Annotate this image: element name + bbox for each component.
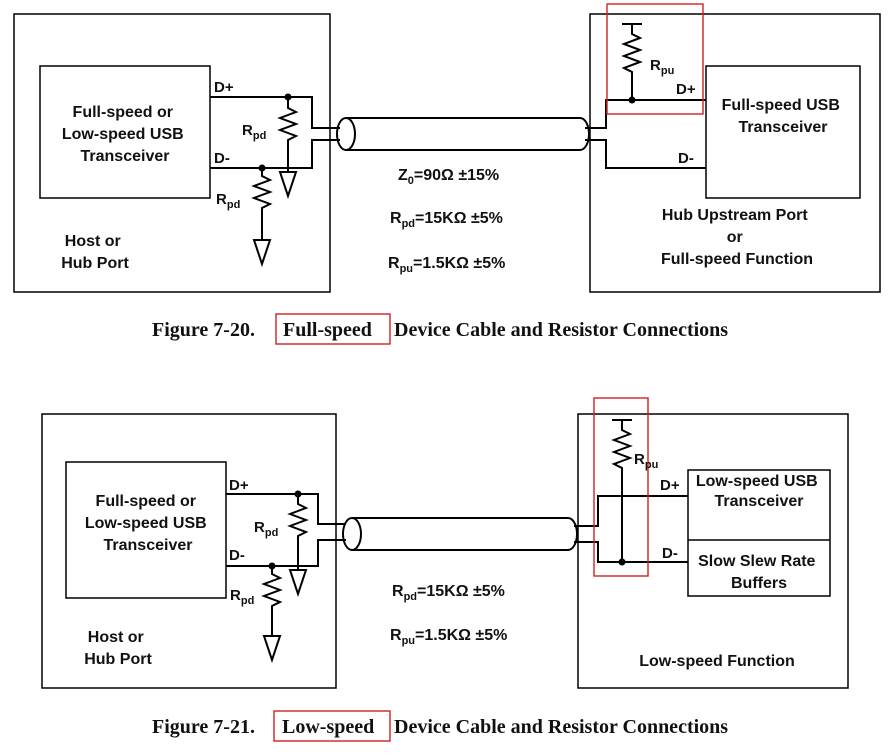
ground-symbol: [288, 569, 308, 598]
rpu-highlight-box: [593, 397, 649, 577]
d-plus-wire-device: [574, 495, 688, 527]
rpu-resistor: [611, 419, 633, 562]
hub-upstream-label: Hub Upstream Port or Full-speed Function: [661, 207, 813, 268]
cable-body: [346, 117, 580, 151]
spec-rpu: Rpu=1.5KΩ ±5%: [388, 255, 505, 275]
host-transceiver-label: Full-speed or Low-speed USB Transceiver: [62, 104, 188, 165]
rpu-resistor: [621, 23, 643, 100]
junction-dot: [628, 96, 636, 104]
cable-end-left: [336, 117, 356, 151]
ground-symbol: [262, 635, 282, 664]
spec-rpd: Rpd=15KΩ ±5%: [390, 210, 503, 230]
d-minus-label-device: D-: [662, 545, 678, 562]
d-plus-wire-device: [585, 99, 706, 129]
hub-upstream-box: [589, 13, 881, 293]
spec-rpu: Rpu=1.5KΩ ±5%: [390, 627, 507, 647]
d-minus-label-device: D-: [678, 150, 694, 167]
d-minus-label-host: D-: [214, 150, 230, 167]
rpu-label: Rpu: [650, 57, 674, 77]
slew-buffers-label: Slow Slew Rate Buffers: [698, 553, 820, 592]
device-transceiver-label: Full-speed USB Transceiver: [722, 97, 845, 136]
rpd-label: Rpd: [254, 519, 278, 539]
host-port-box: [13, 13, 331, 293]
d-plus-wire-host: [226, 493, 346, 525]
device-transceiver-box: [687, 469, 831, 597]
spec-rpd: Rpd=15KΩ ±5%: [392, 583, 505, 603]
ground-symbol: [252, 239, 272, 268]
d-minus-wire-device: [574, 541, 688, 563]
rpd-resistor-dminus: [261, 566, 283, 636]
ground-symbol: [278, 171, 298, 200]
figure-7-20: Full-speed or Low-speed USB Transceiver …: [13, 3, 881, 345]
figure-7-20-caption-highlight: Full-speed: [283, 319, 372, 341]
d-plus-label-device: D+: [660, 477, 680, 494]
rpd-label: Rpd: [230, 587, 254, 607]
host-transceiver-box: [39, 65, 211, 199]
figure-7-21: Full-speed or Low-speed USB Transceiver …: [41, 397, 849, 742]
figure-7-20-caption-prefix: Figure 7-20.: [152, 319, 255, 341]
rpd-resistor-dplus: [287, 494, 309, 570]
rpd-resistor-dminus: [251, 168, 273, 240]
rpu-highlight-box: [606, 3, 704, 115]
cable-end-right: [579, 117, 590, 151]
spec-z0: Z0=90Ω ±15%: [398, 167, 499, 187]
rpu-label: Rpu: [634, 451, 658, 471]
d-plus-label-host: D+: [214, 79, 234, 96]
device-transceiver-box: [705, 65, 861, 199]
figure-7-20-caption-suffix: Device Cable and Resistor Connections: [394, 319, 728, 341]
d-plus-label-host: D+: [229, 477, 249, 494]
figure-7-21-caption-highlight: Low-speed: [282, 716, 374, 738]
figure-7-21-caption-suffix: Device Cable and Resistor Connections: [394, 716, 728, 738]
host-port-box: [41, 413, 337, 689]
host-transceiver-label: Full-speed or Low-speed USB Transceiver: [85, 493, 211, 554]
cable-end-left: [342, 517, 362, 551]
d-plus-wire-host: [210, 96, 340, 129]
d-minus-label-host: D-: [229, 547, 245, 564]
caption-highlight-box: [273, 710, 391, 742]
rpd-label: Rpd: [216, 191, 240, 211]
cable-end-right: [567, 517, 578, 551]
figure-7-21-caption-prefix: Figure 7-21.: [152, 716, 255, 738]
cable-body: [352, 517, 568, 551]
low-speed-function-box: [577, 413, 849, 689]
d-plus-label-device: D+: [676, 81, 696, 98]
host-transceiver-box: [65, 461, 227, 599]
device-transceiver-label: Low-speed USB Transceiver: [696, 473, 822, 510]
rpd-label: Rpd: [242, 122, 266, 142]
d-minus-wire-device: [585, 139, 706, 169]
host-port-label: Host or Hub Port: [84, 629, 152, 668]
host-port-label: Host or Hub Port: [61, 233, 129, 272]
junction-dot: [618, 558, 626, 566]
rpd-resistor-dplus: [277, 97, 299, 172]
caption-highlight-box: [275, 313, 391, 345]
low-speed-function-label: Low-speed Function: [639, 653, 795, 670]
